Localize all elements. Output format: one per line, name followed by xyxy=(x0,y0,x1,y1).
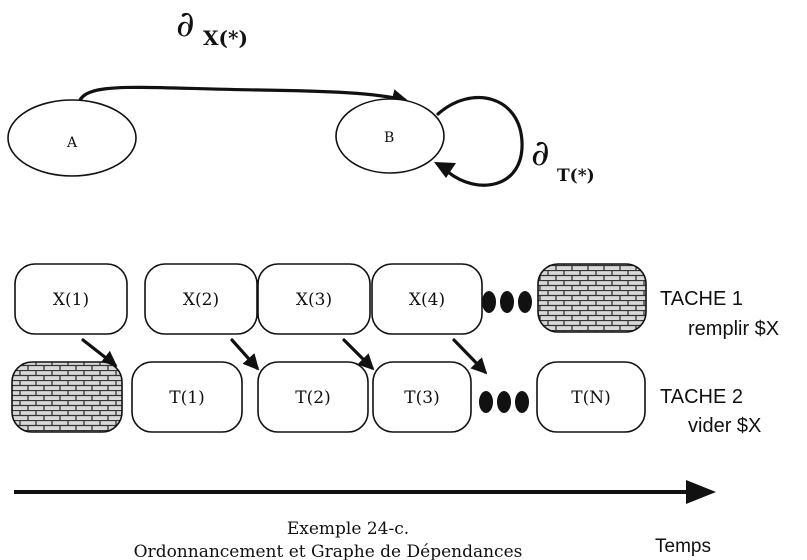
task2-tile-t3 xyxy=(372,361,472,433)
task1-tile-x3 xyxy=(257,263,371,335)
task1-blocked-tile xyxy=(537,263,647,333)
task2-row: T(1) T(2) T(3) T(N) TACHE 2 vider $X xyxy=(11,361,761,437)
dep-arrow-4 xyxy=(452,338,488,375)
task1-tile-x1 xyxy=(14,263,128,335)
task2-tile-label: T(2) xyxy=(295,388,330,408)
task2-description: vider $X xyxy=(688,415,761,437)
task1-row: X(1) X(2) X(3) X(4) TACHE 1 remplir $X xyxy=(14,263,779,340)
dependency-graph: ∂ X(*) A B ∂ T(*) xyxy=(7,4,595,187)
task2-tile-t1 xyxy=(131,361,243,433)
dep-arrow-3 xyxy=(342,338,375,371)
task1-title: TACHE 1 xyxy=(660,288,743,310)
edge-x-label: ∂ X(*) xyxy=(176,4,248,50)
task2-tile-label: T(3) xyxy=(404,388,439,408)
node-a xyxy=(7,99,137,177)
self-loop-arrowhead xyxy=(434,162,456,178)
node-a-label: A xyxy=(66,135,78,151)
task1-tile-label: X(4) xyxy=(409,290,445,310)
task2-tile-tn xyxy=(536,361,646,433)
time-axis-label: Temps xyxy=(655,536,711,557)
task1-tile-label: X(1) xyxy=(53,290,89,310)
figure-caption: Exemple 24-c. Ordonnancement et Graphe d… xyxy=(134,519,523,560)
edge-a-to-b xyxy=(76,85,409,109)
edge-b-self-loop xyxy=(436,96,524,187)
edge-x-derivative-symbol: ∂ xyxy=(176,4,195,45)
edge-t-subscript: T(*) xyxy=(557,166,595,186)
task2-blocked-tile xyxy=(11,361,123,433)
task1-tile-x4 xyxy=(371,263,483,335)
task2-ellipsis-dots xyxy=(479,391,529,413)
node-b xyxy=(335,98,445,174)
time-axis-arrowhead xyxy=(686,480,716,504)
dep-arrow-2 xyxy=(230,338,260,371)
task2-title: TACHE 2 xyxy=(660,386,743,408)
task2-tile-t2 xyxy=(257,361,369,433)
caption-line-2: Ordonnancement et Graphe de Dépendances xyxy=(134,542,523,560)
task1-tile-label: X(2) xyxy=(183,290,219,310)
task1-tile-x2 xyxy=(144,263,258,335)
edge-x-subscript: X(*) xyxy=(203,26,248,50)
edge-t-derivative-symbol: ∂ xyxy=(531,133,550,174)
edge-t-label: ∂ T(*) xyxy=(531,133,595,186)
time-axis: Temps xyxy=(14,480,716,557)
task2-tile-label: T(N) xyxy=(571,388,610,408)
node-b-label: B xyxy=(384,130,394,146)
row-dependency-arrows xyxy=(81,338,488,375)
caption-line-1: Exemple 24-c. xyxy=(287,519,409,539)
dep-arrow-1 xyxy=(81,338,118,367)
task1-ellipsis-dots xyxy=(482,291,532,313)
task1-tile-label: X(3) xyxy=(296,290,332,310)
task1-description: remplir $X xyxy=(688,318,779,340)
task2-tile-label: T(1) xyxy=(169,388,204,408)
